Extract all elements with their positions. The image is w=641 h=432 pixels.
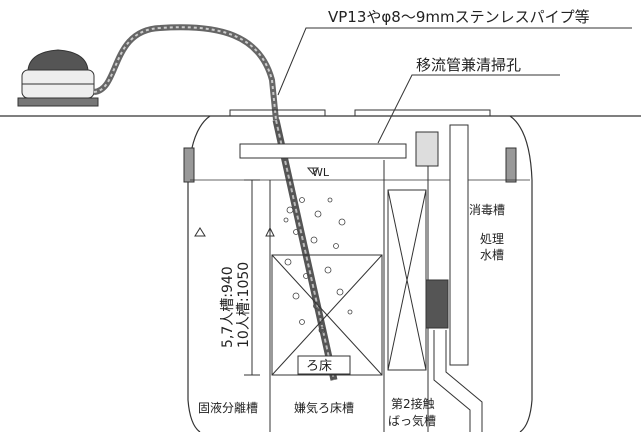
chamber-contact-2: ばっ気槽 xyxy=(388,413,436,428)
outlet-pipe xyxy=(433,330,483,432)
disinfectant-cartridge xyxy=(425,279,449,329)
chamber-contact-1: 第2接触 xyxy=(391,396,435,411)
media-bed-label: ろ床 xyxy=(306,359,332,374)
depth-label-10: 10人槽:1050 xyxy=(236,262,252,348)
left-port xyxy=(183,147,195,183)
transfer-callout-text: 移流管兼清掃孔 xyxy=(416,56,521,74)
air-bubbles xyxy=(283,197,353,334)
media-bed-label-box xyxy=(297,355,351,375)
chamber-treated-1: 処理 xyxy=(480,232,504,246)
depth-label-5-7: 5,7人槽:940 xyxy=(220,266,236,348)
valve-assembly xyxy=(415,131,439,167)
air-hose xyxy=(93,24,279,121)
chamber-treated-2: 水槽 xyxy=(480,248,504,262)
air-blower xyxy=(17,49,99,107)
chamber-solid-liquid: 固液分離槽 xyxy=(198,400,258,415)
pipe-callout-line xyxy=(277,27,632,96)
right-port xyxy=(505,147,517,183)
chamber-anaerobic: 嫌気ろ床槽 xyxy=(294,400,354,415)
pipe-callout-text: VP13やφ8〜9mmステンレスパイプ等 xyxy=(328,8,590,26)
transfer-pipe xyxy=(239,143,407,159)
media-bed-box xyxy=(271,254,383,376)
chamber-disinfection: 消毒槽 xyxy=(469,203,505,217)
airlift-pipe xyxy=(449,124,469,366)
transfer-callout-line xyxy=(377,74,560,144)
